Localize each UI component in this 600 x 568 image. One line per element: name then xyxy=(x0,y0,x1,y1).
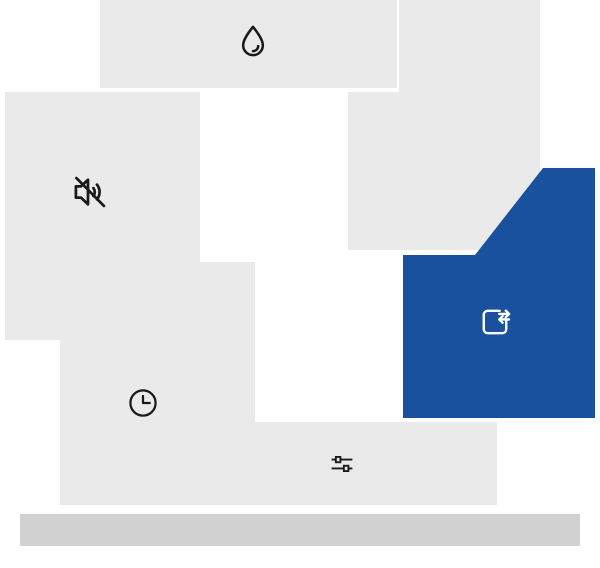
tile-water[interactable] xyxy=(100,0,397,88)
transfer-arrows-icon xyxy=(476,303,514,341)
scroll-indicator[interactable] xyxy=(20,514,580,546)
speaker-muted-icon xyxy=(68,170,112,214)
sliders-icon xyxy=(326,448,358,480)
water-drop-icon xyxy=(233,22,273,62)
clock-icon xyxy=(125,385,161,421)
tile-settings[interactable] xyxy=(60,422,497,505)
